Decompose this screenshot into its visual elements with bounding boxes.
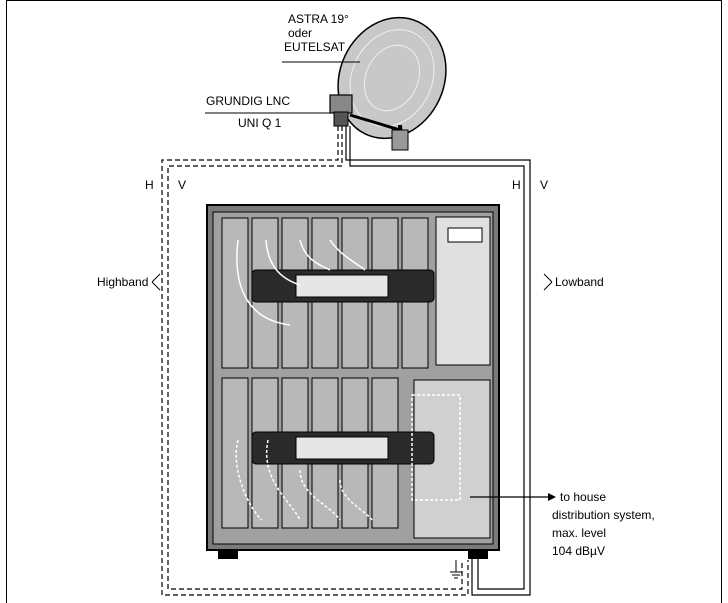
lnc-unit [329,94,353,127]
polarity-left-h: H [145,178,154,192]
satellite-label-3: EUTELSAT [284,40,346,54]
satellite-label-2: oder [288,26,313,40]
output-label-3: max. level [552,526,607,540]
lnc-label-1: GRUNDIG LNC [206,94,291,108]
polarity-left-v: V [178,178,187,192]
output-label-1: to house [560,490,607,504]
output-label-4: 104 dBµV [552,544,605,558]
diagram-frame [6,0,722,603]
polarity-right-h: H [512,178,521,192]
output-arrow [470,493,556,501]
lowband-label: Lowband [555,275,604,289]
highband-label: Highband [97,275,149,289]
switch-lower [251,431,435,465]
cables [161,126,531,596]
ground-icon [450,560,462,579]
polarity-right-v: V [540,178,549,192]
satellite-label-1: ASTRA 19° [288,12,349,26]
lnc-label-2: UNI Q 1 [238,116,282,130]
satellite-dish [337,16,447,151]
output-label-2: distribution system, [552,508,655,522]
switch-upper [251,269,435,303]
